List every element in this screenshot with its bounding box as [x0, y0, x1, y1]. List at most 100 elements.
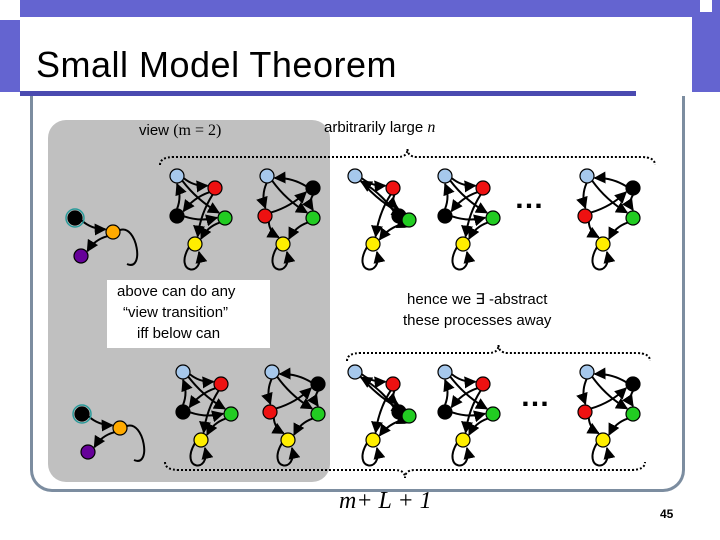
bottom-proc-3-transition-arrow: [378, 418, 404, 437]
view-label: view (m = 2): [139, 122, 221, 140]
bottom-proc-4-self-loop-arrow: [451, 442, 476, 467]
hence-line-1: hence we ∃ -abstract: [407, 291, 548, 308]
top-proc-2-transition-arrow: [302, 194, 314, 211]
title-band-tick: [700, 0, 712, 12]
top-proc-3-transition-arrow: [371, 194, 392, 238]
top-proc-4-node-red: [475, 180, 491, 196]
top-proc-1-node-black: [169, 208, 185, 224]
bottom-proc-1-transition-arrow: [206, 417, 227, 436]
top-proc-5-transition-arrow: [586, 221, 600, 239]
hence-line-2: these processes away: [403, 312, 552, 329]
bottom-proc-2-transition-arrow: [278, 367, 312, 384]
bottom-proc-2-transition-arrow: [276, 376, 314, 410]
top-view-loop-arrow: [119, 228, 139, 266]
bottom-proc-4-node-black: [437, 404, 453, 420]
title-box: [20, 17, 692, 92]
top-proc-1-transition-arrow: [193, 194, 214, 238]
bottom-proc-2-transition-arrow: [293, 417, 314, 436]
top-proc-2-transition-arrow: [273, 171, 307, 188]
bottom-proc-4-transition-arrow: [461, 390, 482, 434]
top-proc-5-transition-arrow: [590, 191, 627, 214]
bottom-proc-2-transition-arrow: [271, 417, 285, 435]
bottom-proc-1-transition-arrow: [189, 373, 215, 389]
arbitrary-label-math: n: [427, 119, 436, 136]
bottom-proc-1-node-green: [223, 406, 239, 422]
top-proc-2-node-black: [305, 180, 321, 196]
bottom-formula: m+ L + 1: [339, 488, 432, 514]
top-proc-2-transition-arrow: [271, 180, 309, 214]
bottom-proc-1-self-loop-arrow: [189, 442, 214, 467]
top-proc-1-node-lightblue: [169, 168, 185, 184]
bottom-proc-2-node-black: [310, 376, 326, 392]
ellipsis-top: …: [514, 182, 544, 215]
note-line-1: above can do any: [117, 283, 236, 300]
top-proc-2-node-lightblue: [259, 168, 275, 184]
bottom-proc-1-node-red: [213, 376, 229, 392]
bottom-proc-1-transition-arrow: [199, 390, 220, 434]
top-proc-5-node-green: [625, 210, 641, 226]
bottom-proc-2-transition-arrow: [275, 387, 312, 410]
bottom-proc-5-node-green: [625, 406, 641, 422]
top-proc-5-transition-arrow: [593, 171, 627, 188]
bottom-proc-3-transition-arrow: [359, 376, 395, 408]
top-proc-5-node-yellow: [595, 236, 611, 252]
top-proc-1-node-red: [207, 180, 223, 196]
top-proc-1-transition-arrow: [200, 221, 221, 240]
bottom-proc-2-transition-arrow: [307, 390, 319, 407]
top-proc-4-transition-arrow: [451, 177, 477, 193]
top-proc-5-node-black: [625, 180, 641, 196]
top-view-node-black-highlight-ring: [65, 208, 85, 228]
top-proc-4-node-black: [437, 208, 453, 224]
title-band-corner: [0, 0, 20, 20]
bottom-proc-5-node-red: [577, 404, 593, 420]
title-underline: [20, 91, 636, 96]
top-proc-2-transition-arrow: [266, 221, 280, 239]
top-proc-2-node-red: [257, 208, 273, 224]
bottom-proc-4-node-lightblue: [437, 364, 453, 380]
content-frame: [30, 96, 685, 492]
note-line-3: iff below can: [137, 325, 221, 342]
top-proc-2-transition-arrow: [256, 182, 268, 210]
bottom-view-transition-arrow: [93, 431, 115, 449]
bottom-view-node-black-highlight-ring: [72, 404, 92, 424]
bottom-proc-1-node-lightblue: [175, 364, 191, 380]
top-proc-5-transition-arrow: [622, 194, 634, 211]
top-view-node-purple: [73, 248, 89, 264]
bottom-proc-5-node-yellow: [595, 432, 611, 448]
view-label-text: view: [139, 122, 174, 139]
top-proc-5-transition-arrow: [576, 182, 588, 210]
bottom-proc-3-self-loop-arrow: [361, 442, 386, 467]
arbitrary-label-text: arbitrarily large: [324, 119, 428, 136]
top-proc-2-self-loop-arrow: [271, 246, 296, 271]
arbitrary-label: arbitrarily large n: [324, 119, 435, 137]
bottom-view-loop-arrow: [126, 424, 146, 462]
bottom-proc-4-transition-arrow: [468, 417, 489, 436]
top-proc-2-transition-arrow: [288, 221, 309, 240]
view-transition-note: above can do any “view transition” iff b…: [107, 280, 270, 348]
bottom-proc-1-transition-arrow: [188, 387, 216, 409]
bottom-proc-2-node-red: [262, 404, 278, 420]
top-proc-3-transition-arrow: [378, 222, 404, 241]
ellipsis-bottom: …: [520, 380, 550, 413]
bottom-proc-4-transition-arrow: [443, 378, 455, 406]
bottom-proc-2-self-loop-arrow: [276, 442, 301, 467]
bottom-proc-2-transition-arrow: [261, 378, 273, 406]
top-view-transition-arrow: [80, 219, 107, 236]
bottom-proc-3-node-yellow: [365, 432, 381, 448]
bottom-proc-4-transition-arrow: [450, 387, 478, 409]
bottom-proc-3-node-green: [401, 408, 417, 424]
top-proc-3-self-loop-arrow: [361, 246, 386, 271]
top-proc-3-transition-arrow: [385, 194, 399, 209]
top-brace: [159, 148, 656, 166]
top-proc-4-transition-arrow: [450, 191, 478, 213]
bottom-proc-5-node-lightblue: [579, 364, 595, 380]
page-number: 45: [660, 507, 674, 521]
top-view-transition-arrow: [86, 235, 108, 253]
bottom-proc-5-self-loop-arrow: [591, 442, 616, 467]
bottom-proc-4-node-red: [475, 376, 491, 392]
top-proc-1-node-yellow: [187, 236, 203, 252]
note-line-2: “view transition”: [123, 304, 229, 321]
top-proc-5-node-red: [577, 208, 593, 224]
bottom-proc-1-node-black: [175, 404, 191, 420]
